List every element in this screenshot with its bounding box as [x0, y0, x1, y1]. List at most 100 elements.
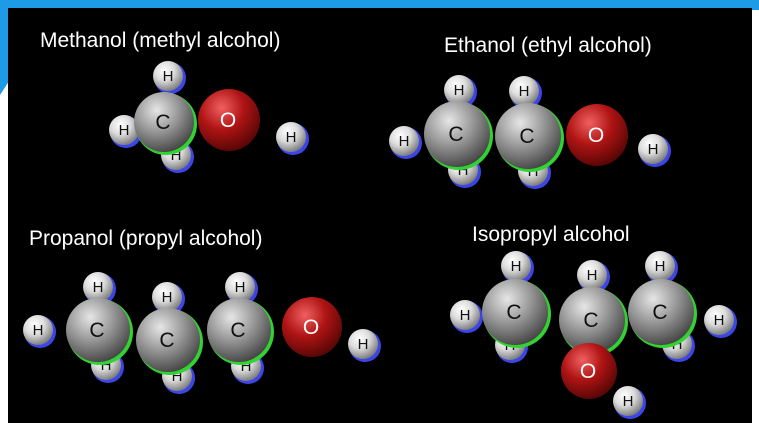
methanol-atom-h-1: H — [109, 115, 142, 148]
propanol-atom-o-10: O — [282, 297, 342, 357]
atom-sphere — [66, 298, 130, 362]
atom-label: C — [583, 309, 598, 332]
atom-label: C — [652, 301, 667, 324]
methanol-title: Methanol (methyl alcohol) — [40, 29, 280, 52]
atom-label: H — [93, 279, 104, 296]
atom-label: O — [580, 360, 596, 383]
atom-label: H — [519, 83, 530, 100]
propanol-atom-c-8: C — [136, 308, 203, 375]
atom-label: O — [303, 316, 319, 339]
isopropyl-atom-o-10: O — [561, 343, 617, 399]
atom-sphere — [444, 75, 474, 105]
atoms-layer: HHHCOHHHHHHCCOHHHHHHHHCCCOHHHHHHHHCCCOH — [23, 61, 737, 419]
atom-sphere — [613, 386, 643, 416]
atom-sphere — [566, 104, 628, 166]
atom-label: C — [519, 125, 534, 148]
atom-sphere — [23, 315, 53, 345]
isopropyl-atom-c-8: C — [559, 287, 628, 356]
atom-label: H — [458, 162, 469, 179]
isopropyl-atom-c-9: C — [628, 279, 697, 348]
atom-label: H — [358, 336, 369, 353]
propanol-atom-h-2: H — [225, 272, 258, 305]
atom-label: H — [286, 129, 297, 146]
atom-label: O — [220, 109, 236, 132]
ethanol-atom-c-6: C — [495, 103, 564, 172]
atom-sphere — [276, 122, 306, 152]
isopropyl-title: Isopropyl alcohol — [472, 223, 630, 246]
ethanol-atom-h-2: H — [389, 126, 422, 159]
isopropyl-atom-h-3: H — [450, 300, 483, 333]
atom-sphere — [577, 260, 607, 290]
propanol-atom-h-0: H — [83, 272, 116, 305]
methanol-atom-o-4: O — [198, 89, 260, 151]
ethanol-atom-o-7: O — [566, 104, 628, 166]
atom-label: H — [33, 322, 44, 339]
atom-sphere — [645, 251, 675, 281]
atom-sphere — [136, 308, 200, 372]
atom-label: H — [172, 368, 183, 385]
atom-label: H — [241, 358, 252, 375]
atom-label: C — [159, 329, 174, 352]
propanol-atom-h-11: H — [348, 329, 381, 362]
atom-sphere — [509, 76, 539, 106]
top-frame-bar — [0, 0, 759, 10]
ethanol-atom-h-1: H — [509, 76, 542, 109]
methanol-atom-c-3: C — [134, 92, 197, 155]
atom-label: H — [163, 68, 174, 85]
atom-sphere — [389, 126, 419, 156]
atom-sphere — [561, 343, 617, 399]
isopropyl-atom-h-1: H — [577, 260, 610, 293]
atom-sphere — [152, 282, 182, 312]
atom-sphere — [207, 298, 271, 362]
atom-label: H — [655, 258, 666, 275]
atom-label: H — [511, 258, 522, 275]
atom-label: H — [454, 82, 465, 99]
atom-sphere — [704, 305, 734, 335]
atom-sphere — [83, 272, 113, 302]
atom-label: O — [588, 124, 604, 147]
isopropyl-atom-h-2: H — [645, 251, 678, 284]
atom-label: H — [162, 289, 173, 306]
atom-sphere — [628, 279, 694, 345]
atom-label: H — [399, 133, 410, 150]
atom-sphere — [198, 89, 260, 151]
atom-label: H — [587, 267, 598, 284]
atom-label: H — [119, 122, 130, 139]
propanol-atom-h-1: H — [152, 282, 185, 315]
atom-sphere — [109, 115, 139, 145]
methanol-atom-h-5: H — [276, 122, 309, 155]
propanol-title: Propanol (propyl alcohol) — [29, 227, 262, 250]
propanol-atom-c-9: C — [207, 298, 274, 365]
atom-sphere — [424, 101, 490, 167]
atom-sphere — [559, 287, 625, 353]
propanol-atom-c-7: C — [66, 298, 133, 365]
atom-sphere — [501, 251, 531, 281]
atom-label: H — [235, 279, 246, 296]
atom-label: H — [623, 393, 634, 410]
isopropyl-atom-h-6: H — [704, 305, 737, 338]
isopropyl-atom-h-0: H — [501, 251, 534, 284]
ethanol-title: Ethanol (ethyl alcohol) — [444, 34, 652, 57]
atom-label: C — [89, 319, 104, 342]
atom-sphere — [225, 272, 255, 302]
atom-label: H — [648, 141, 659, 158]
propanol-atom-h-3: H — [23, 315, 56, 348]
atom-label: C — [448, 123, 463, 146]
atom-label: C — [230, 319, 245, 342]
atom-label: H — [101, 357, 112, 374]
ethanol-atom-c-5: C — [424, 101, 493, 170]
atom-sphere — [495, 103, 561, 169]
atom-label: C — [155, 111, 170, 134]
atom-label: H — [460, 307, 471, 324]
ethanol-atom-h-8: H — [638, 134, 671, 167]
atom-label: H — [171, 147, 182, 164]
atom-label: H — [714, 312, 725, 329]
atom-sphere — [638, 134, 668, 164]
ethanol-atom-h-0: H — [444, 75, 477, 108]
atom-sphere — [482, 279, 548, 345]
isopropyl-atom-h-11: H — [613, 386, 646, 419]
